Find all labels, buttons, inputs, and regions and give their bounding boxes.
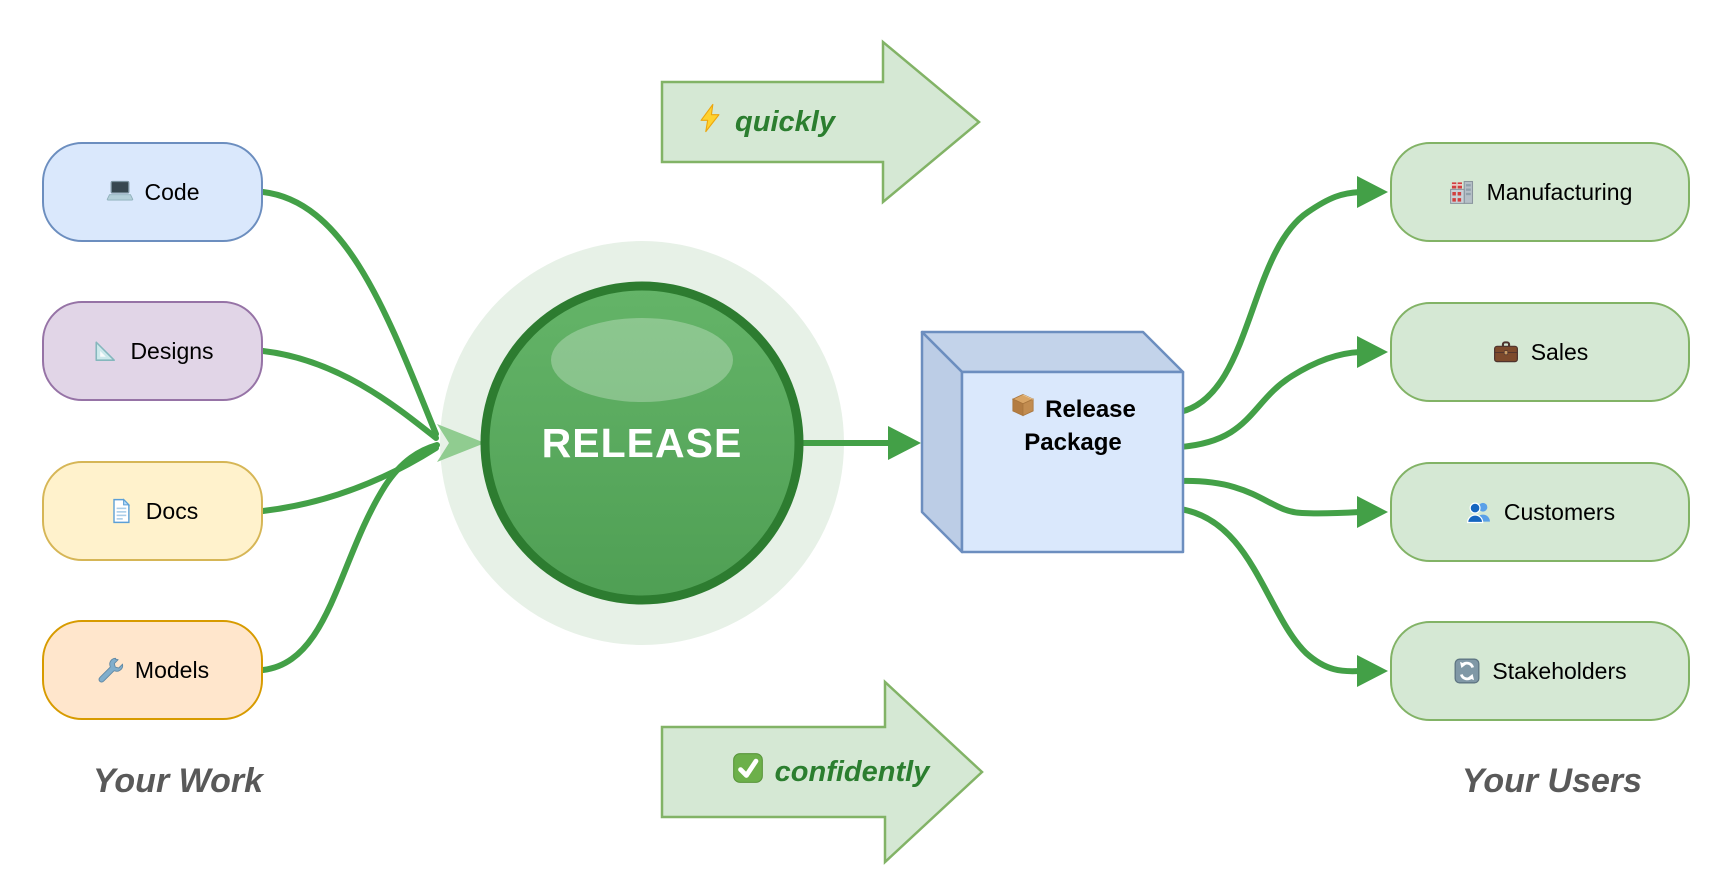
node-docs: Docs xyxy=(42,461,263,561)
package-label-line1: Release xyxy=(1045,395,1136,423)
node-manufacturing: Manufacturing xyxy=(1390,142,1690,242)
node-label: Docs xyxy=(145,497,199,524)
release-package-cube xyxy=(920,330,1185,554)
node-label: Customers xyxy=(1503,498,1616,525)
triangular-ruler-icon xyxy=(91,337,119,365)
cube-top-face xyxy=(920,330,1185,374)
node-label: Designs xyxy=(130,337,214,364)
node-label: Stakeholders xyxy=(1492,657,1627,684)
edge-package-to-customers xyxy=(1177,477,1363,517)
package-label-line2: Package xyxy=(1024,428,1122,456)
connector-edges xyxy=(260,189,1363,675)
lightning-icon xyxy=(695,103,725,141)
banner-label: quickly xyxy=(735,105,835,138)
caption-your-users: Your Users xyxy=(1461,762,1643,800)
edge-docs-to-release xyxy=(260,445,439,514)
node-label: Manufacturing xyxy=(1486,178,1633,205)
document-icon xyxy=(107,497,135,525)
converge-arrowhead xyxy=(437,424,485,462)
banner-confidently: confidently xyxy=(690,742,970,802)
arrowhead-sales xyxy=(1357,336,1388,368)
wrench-icon xyxy=(96,656,124,684)
release-button-gloss xyxy=(551,318,733,402)
edge-package-to-stakeholders xyxy=(1177,506,1363,675)
banner-label: confidently xyxy=(774,755,930,788)
node-label: Code xyxy=(144,178,200,205)
people-icon xyxy=(1465,498,1493,526)
caption-your-work: Your Work xyxy=(92,762,264,800)
check-mark-icon xyxy=(731,751,765,793)
arrowhead-stakeholders xyxy=(1357,655,1388,687)
banner-quickly: quickly xyxy=(640,92,890,152)
arrowhead-customers xyxy=(1357,496,1388,528)
banner-arrow-top xyxy=(660,39,981,205)
release-package-label: Release Package xyxy=(966,384,1180,466)
banner-arrow-bottom xyxy=(660,679,984,865)
edge-models-to-release xyxy=(260,442,440,673)
release-button-circle xyxy=(480,281,804,605)
release-label: RELEASE xyxy=(541,419,743,466)
edge-designs-to-release xyxy=(260,348,439,441)
node-label: Sales xyxy=(1530,338,1589,365)
arrowhead-manufacturing xyxy=(1357,176,1388,208)
laptop-icon xyxy=(106,178,134,206)
node-code: Code xyxy=(42,142,263,242)
node-models: Models xyxy=(42,620,263,720)
node-stakeholders: Stakeholders xyxy=(1390,621,1690,721)
release-button xyxy=(480,281,804,605)
node-label: Models xyxy=(134,656,210,683)
package-icon xyxy=(1010,392,1036,426)
edge-code-to-release xyxy=(260,189,439,437)
edge-package-to-sales xyxy=(1177,349,1363,450)
factory-icon xyxy=(1448,178,1476,206)
cube-left-face xyxy=(920,330,964,554)
arrowhead-package xyxy=(888,426,921,460)
sync-arrows-icon xyxy=(1453,657,1481,685)
edge-arrowheads xyxy=(888,176,1388,687)
briefcase-icon xyxy=(1492,338,1520,366)
cube-front-face xyxy=(960,370,1185,554)
node-designs: Designs xyxy=(42,301,263,401)
node-sales: Sales xyxy=(1390,302,1690,402)
node-customers: Customers xyxy=(1390,462,1690,562)
edge-package-to-manufacturing xyxy=(1177,189,1363,415)
